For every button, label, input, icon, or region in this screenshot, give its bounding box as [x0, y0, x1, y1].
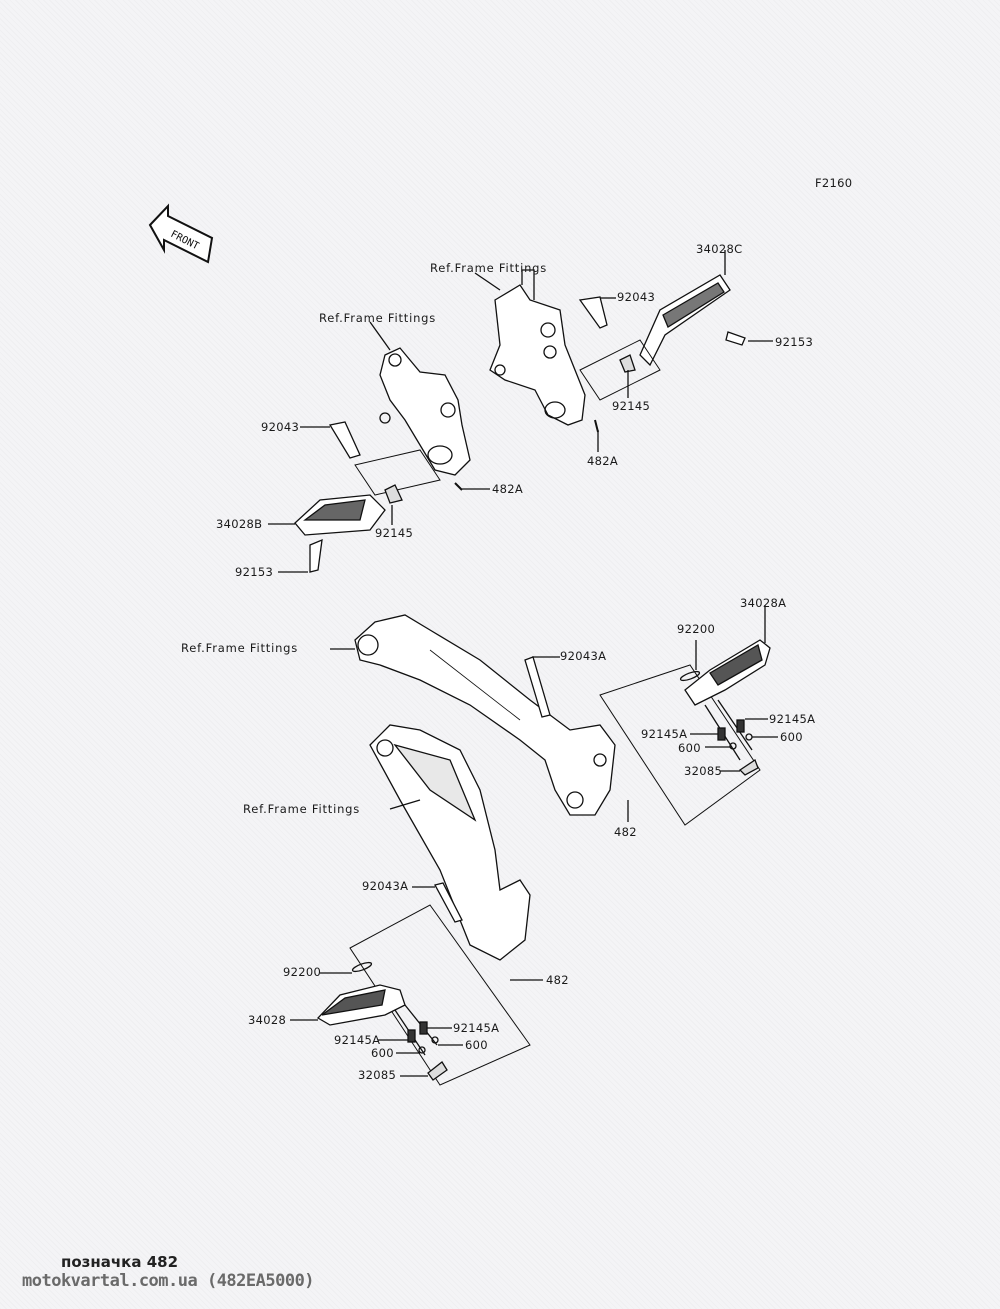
- ref-frame-fittings-label: Ref.Frame Fittings: [430, 261, 548, 275]
- upper-right-bracket: [489, 269, 586, 426]
- ref-frame-fittings-label: Ref.Frame Fittings: [319, 311, 437, 325]
- part-label: 34028: [248, 1013, 287, 1027]
- part-label: 34028A: [740, 596, 787, 610]
- part-label: 92145: [375, 526, 414, 540]
- middle-bracket: [354, 614, 616, 816]
- part-label: 600: [371, 1046, 394, 1060]
- footpeg-34028B: [268, 484, 403, 573]
- lower-bracket: [369, 724, 531, 961]
- part-label: 92145A: [641, 727, 688, 741]
- diagram-code: F2160: [815, 176, 853, 190]
- part-label: 92153: [775, 335, 814, 349]
- part-label: 482A: [587, 454, 619, 468]
- part-label: 92145A: [334, 1033, 381, 1047]
- part-label: 32085: [358, 1068, 397, 1082]
- footpeg-34028C: [619, 250, 773, 398]
- part-label: 600: [780, 730, 803, 744]
- footer-note: позначка 482: [61, 1253, 179, 1271]
- part-label: 482: [546, 973, 569, 987]
- part-label: 92043A: [560, 649, 607, 663]
- ref-frame-fittings-label: Ref.Frame Fittings: [181, 641, 299, 655]
- upper-left-bracket: [379, 347, 471, 476]
- part-label: 92145: [612, 399, 651, 413]
- part-label: 34028B: [216, 517, 263, 531]
- part-label: 92200: [283, 965, 322, 979]
- pin-92043-right: [578, 296, 608, 329]
- part-label: 92043: [617, 290, 656, 304]
- part-label: 482A: [492, 482, 524, 496]
- footpeg-34028: [290, 961, 463, 1081]
- part-label: 92200: [677, 622, 716, 636]
- part-label: 92145A: [769, 712, 816, 726]
- part-label: 92043A: [362, 879, 409, 893]
- part-label: 92153: [235, 565, 274, 579]
- part-label: 92145A: [453, 1021, 500, 1035]
- ref-frame-fittings-label: Ref.Frame Fittings: [243, 802, 361, 816]
- part-label: 600: [465, 1038, 488, 1052]
- part-label: 92043: [261, 420, 300, 434]
- footpeg-34028A: [679, 605, 778, 776]
- part-label: 600: [678, 741, 701, 755]
- part-label: 32085: [684, 764, 723, 778]
- part-label: 34028C: [696, 242, 743, 256]
- footer-source: motokvartal.com.ua (482EA5000): [22, 1271, 315, 1291]
- front-arrow-icon: FRONT: [148, 203, 214, 264]
- part-label: 482: [614, 825, 637, 839]
